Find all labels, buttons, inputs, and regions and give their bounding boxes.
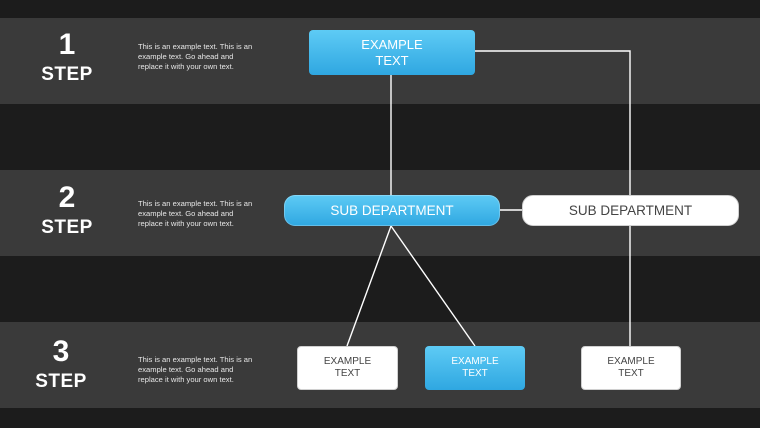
leaf-2-line1: EXAMPLE — [451, 356, 499, 367]
connector-sub1-to-leaf2 — [390, 225, 476, 347]
step-2-word: STEP — [41, 217, 93, 238]
step-1-label: 1 STEP — [12, 30, 122, 86]
sub-department-label: SUB DEPARTMENT — [330, 203, 454, 218]
sub-department-box-white: SUB DEPARTMENT — [522, 195, 739, 226]
step-3-word: STEP — [35, 371, 87, 392]
step-2-label: 2 STEP — [12, 183, 122, 239]
leaf-3-line1: EXAMPLE — [607, 356, 655, 367]
step-1-number: 1 — [58, 28, 76, 61]
step-1-description: This is an example text. This is an exam… — [138, 42, 253, 71]
leaf-box-3: EXAMPLE TEXT — [581, 346, 681, 390]
sub-department-box-blue: SUB DEPARTMENT — [284, 195, 500, 226]
top-box-line1: EXAMPLE — [361, 36, 423, 52]
connector-top-to-leaf3 — [475, 50, 631, 346]
step-3-label: 3 STEP — [6, 337, 116, 393]
leaf-box-2: EXAMPLE TEXT — [425, 346, 525, 390]
top-box-line2: TEXT — [375, 52, 409, 68]
leaf-3-line2: TEXT — [618, 368, 644, 379]
connector-sub1-to-leaf1 — [346, 225, 392, 347]
step-3-number: 3 — [52, 335, 70, 368]
step-2-description: This is an example text. This is an exam… — [138, 199, 253, 228]
top-box: EXAMPLE TEXT — [309, 30, 475, 75]
leaf-2-line2: TEXT — [462, 368, 488, 379]
sub-department-label: SUB DEPARTMENT — [568, 203, 693, 218]
leaf-1-line1: EXAMPLE — [323, 356, 372, 367]
step-2-number: 2 — [58, 181, 76, 214]
leaf-1-line2: TEXT — [334, 368, 361, 379]
leaf-box-1: EXAMPLE TEXT — [297, 346, 398, 390]
step-3-description: This is an example text. This is an exam… — [138, 355, 253, 384]
step-1-word: STEP — [41, 64, 93, 85]
